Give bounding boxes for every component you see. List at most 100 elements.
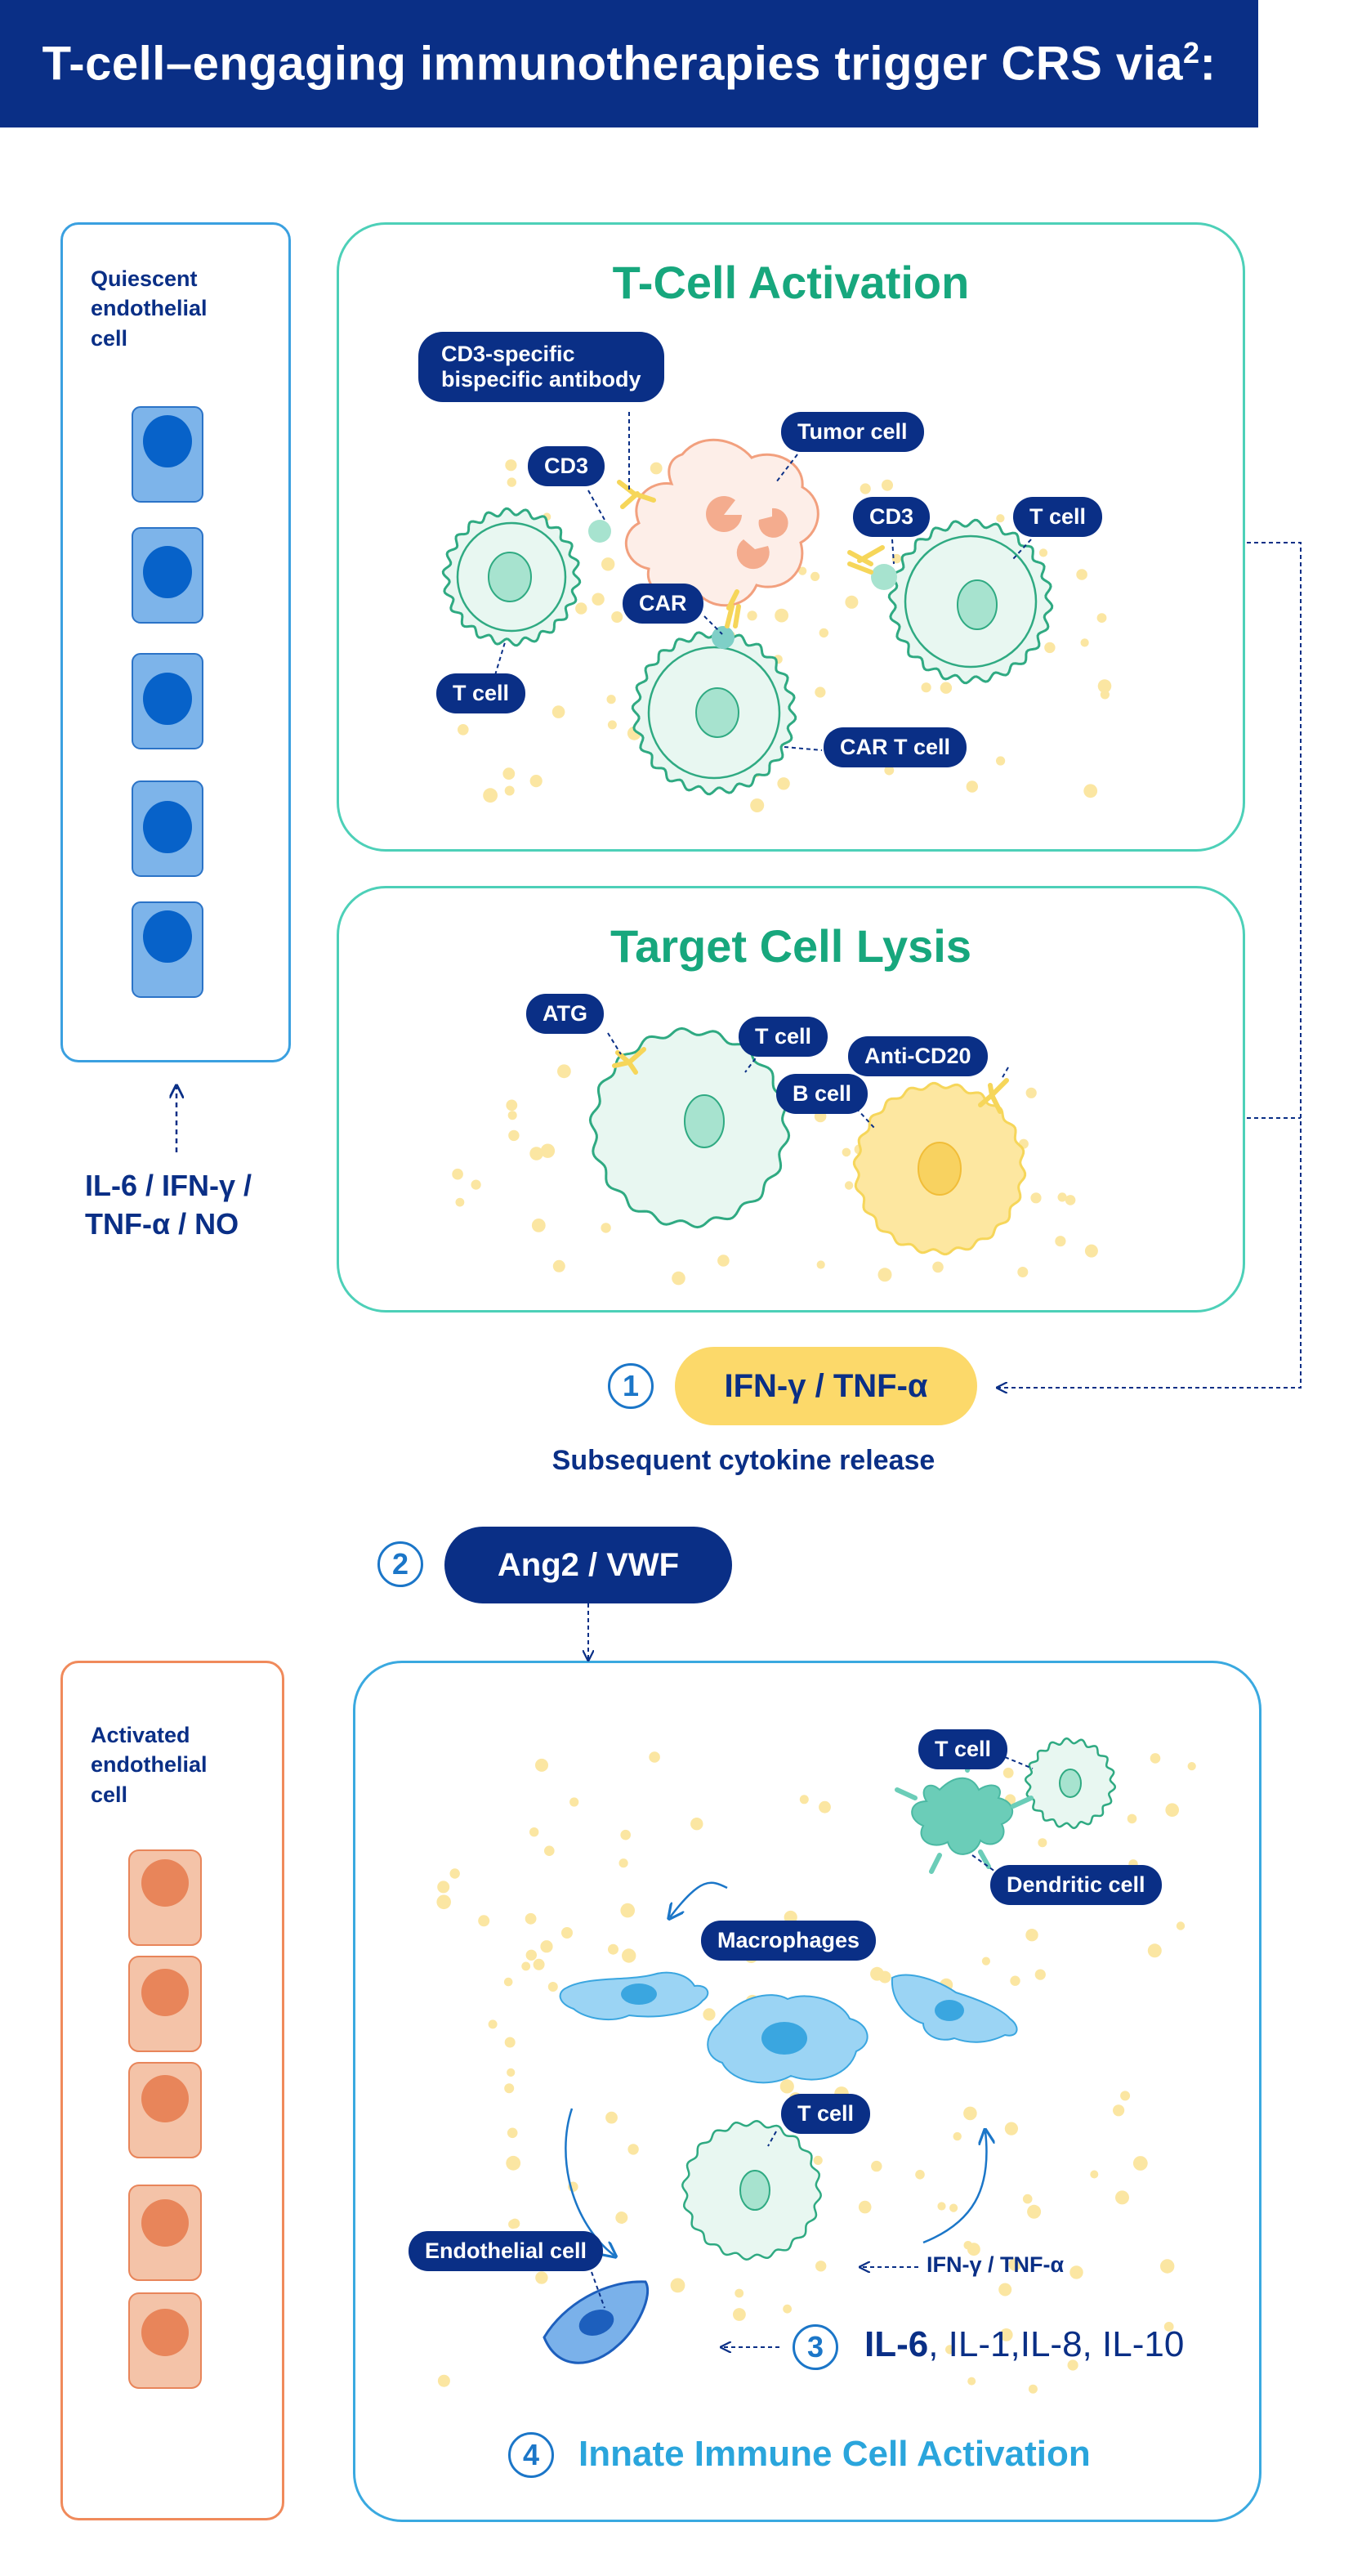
cytokine-dot — [877, 1268, 892, 1282]
cytokine-dot — [483, 788, 498, 803]
macrophage-icon — [559, 1971, 709, 2021]
cytokine-dot — [891, 553, 902, 564]
t-cell-icon — [887, 518, 1054, 685]
cytokine-dot — [535, 1758, 548, 1772]
car-label: CAR — [623, 584, 703, 624]
cytokine-dot — [783, 2304, 792, 2314]
cytokine-dot — [819, 1800, 831, 1813]
cytokine-dot — [842, 1147, 851, 1157]
quiescent-cell-4 — [132, 780, 203, 877]
quiescent-cells — [132, 406, 203, 998]
cytokine-dot — [1067, 2359, 1078, 2371]
cytokine-dot — [618, 1858, 628, 1868]
activated-cell-1 — [128, 1849, 202, 1946]
cytokine-dot — [1115, 2190, 1129, 2205]
cytokine-dot — [844, 1181, 854, 1190]
curved-arrow — [670, 1881, 728, 1917]
cytokine-dot — [1065, 1195, 1076, 1205]
cytokine-dot — [703, 2008, 716, 2021]
t-cell-icon — [588, 1026, 791, 1229]
page-title: T-cell–engaging immunotherapies trigger … — [42, 36, 1217, 91]
cytokine-dot — [649, 1751, 660, 1763]
cytokine-dot — [505, 459, 517, 472]
activated-endothelial-box: Activated endothelial cell — [60, 1661, 284, 2520]
cytokine-dot — [611, 611, 623, 623]
cytokine-dot — [967, 2377, 976, 2386]
cytokine-dot — [1044, 642, 1056, 654]
cytokine-dot — [799, 1795, 809, 1805]
cytokine-dot — [529, 1827, 539, 1837]
cytokine-dot — [949, 2203, 958, 2212]
cytokine-dot — [815, 2261, 827, 2272]
cytokine-dot — [858, 2200, 872, 2214]
cytokine-dot — [569, 1797, 579, 1807]
macrophage-icon — [707, 1994, 869, 2084]
cytokine-dot — [871, 2160, 882, 2172]
cytokine-dot — [525, 1949, 537, 1961]
cytokine-dot — [1057, 1192, 1067, 1202]
activated-cell-2 — [128, 1956, 202, 2052]
cytokine-dot — [775, 608, 788, 623]
cytokine-dot — [1022, 2194, 1033, 2204]
bispecific-antibody-label: CD3-specific bispecific antibody — [418, 332, 664, 403]
cytokine-dot — [608, 1943, 618, 1955]
cytokine-dot — [1113, 2104, 1125, 2117]
cytokine-dot — [1127, 1813, 1137, 1824]
cytokine-dot — [525, 1912, 537, 1925]
cytokine-dot — [455, 1197, 465, 1207]
activated-cell-4 — [128, 2185, 202, 2281]
macrophages-label: Macrophages — [701, 1921, 877, 1961]
t-cell-left-label: T cell — [436, 673, 526, 714]
cytokine-dot — [777, 777, 790, 790]
cytokine-dot — [937, 2202, 946, 2211]
cd3-right-label: CD3 — [853, 497, 931, 538]
cytokine-dot — [816, 1260, 825, 1269]
target-cell-lysis-title: Target Cell Lysis — [610, 920, 971, 972]
cytokine-dot — [1132, 2156, 1148, 2171]
cytokine-dot — [1004, 2122, 1018, 2135]
cytokine-dot — [932, 1261, 944, 1273]
anti-cd20-label: Anti-CD20 — [848, 1036, 988, 1077]
cytokine-dot — [601, 1223, 611, 1233]
cytokine-dot — [1090, 2170, 1099, 2179]
cytokine-dot — [1017, 1267, 1029, 1277]
step-2-pill: Ang2 / VWF — [444, 1527, 732, 1603]
cytokine-dot — [437, 1881, 450, 1894]
cytokine-dot — [921, 682, 931, 693]
title-banner: T-cell–engaging immunotherapies trigger … — [0, 0, 1258, 127]
cytokine-dot — [606, 695, 616, 704]
cytokine-dot — [1120, 2091, 1131, 2101]
cytokine-dot — [503, 1977, 513, 1987]
cytokine-dot — [870, 1966, 884, 1981]
cytokine-dot — [1163, 2322, 1174, 2332]
antibody-icon — [612, 1047, 1009, 1114]
cytokine-dot — [506, 1099, 518, 1111]
cytokine-dot — [1176, 1921, 1186, 1930]
cytokine-dot — [882, 479, 893, 491]
cytokine-dot — [1069, 2265, 1083, 2279]
cytokine-dot — [815, 686, 826, 698]
t-cell-activation-panel: T-Cell Activation — [337, 222, 1245, 852]
t-cell-icon — [1024, 1737, 1117, 1830]
cytokine-dot — [1147, 1943, 1162, 1958]
cytokine-dot — [1038, 1838, 1047, 1848]
quiescent-cell-1 — [132, 406, 203, 503]
cytokine-dot — [510, 2218, 520, 2229]
cytokine-dot — [561, 1927, 573, 1939]
t-cell-icon — [441, 507, 582, 647]
t-cell-lysis-label: T cell — [739, 1017, 828, 1058]
cytokine-dot — [601, 557, 615, 571]
cytokine-dot — [605, 2111, 618, 2124]
car-t-cell-label: CAR T cell — [824, 727, 967, 768]
cytokine-dot — [504, 2083, 515, 2094]
target-cell-lysis-panel: Target Cell Lysis — [337, 886, 1245, 1313]
cytokine-dot — [540, 1143, 556, 1158]
quiescent-endothelial-box: Quiescent endothelial cell — [60, 222, 291, 1062]
cytokine-dot — [1160, 2259, 1175, 2274]
cytokine-dot — [998, 2283, 1012, 2296]
step-1-number: 1 — [608, 1363, 654, 1409]
cytokine-dot — [552, 1259, 565, 1272]
endothelial-cell-icon — [543, 2280, 650, 2364]
cytokine-dot — [953, 2131, 962, 2141]
cytokine-dot — [1187, 1762, 1196, 1771]
